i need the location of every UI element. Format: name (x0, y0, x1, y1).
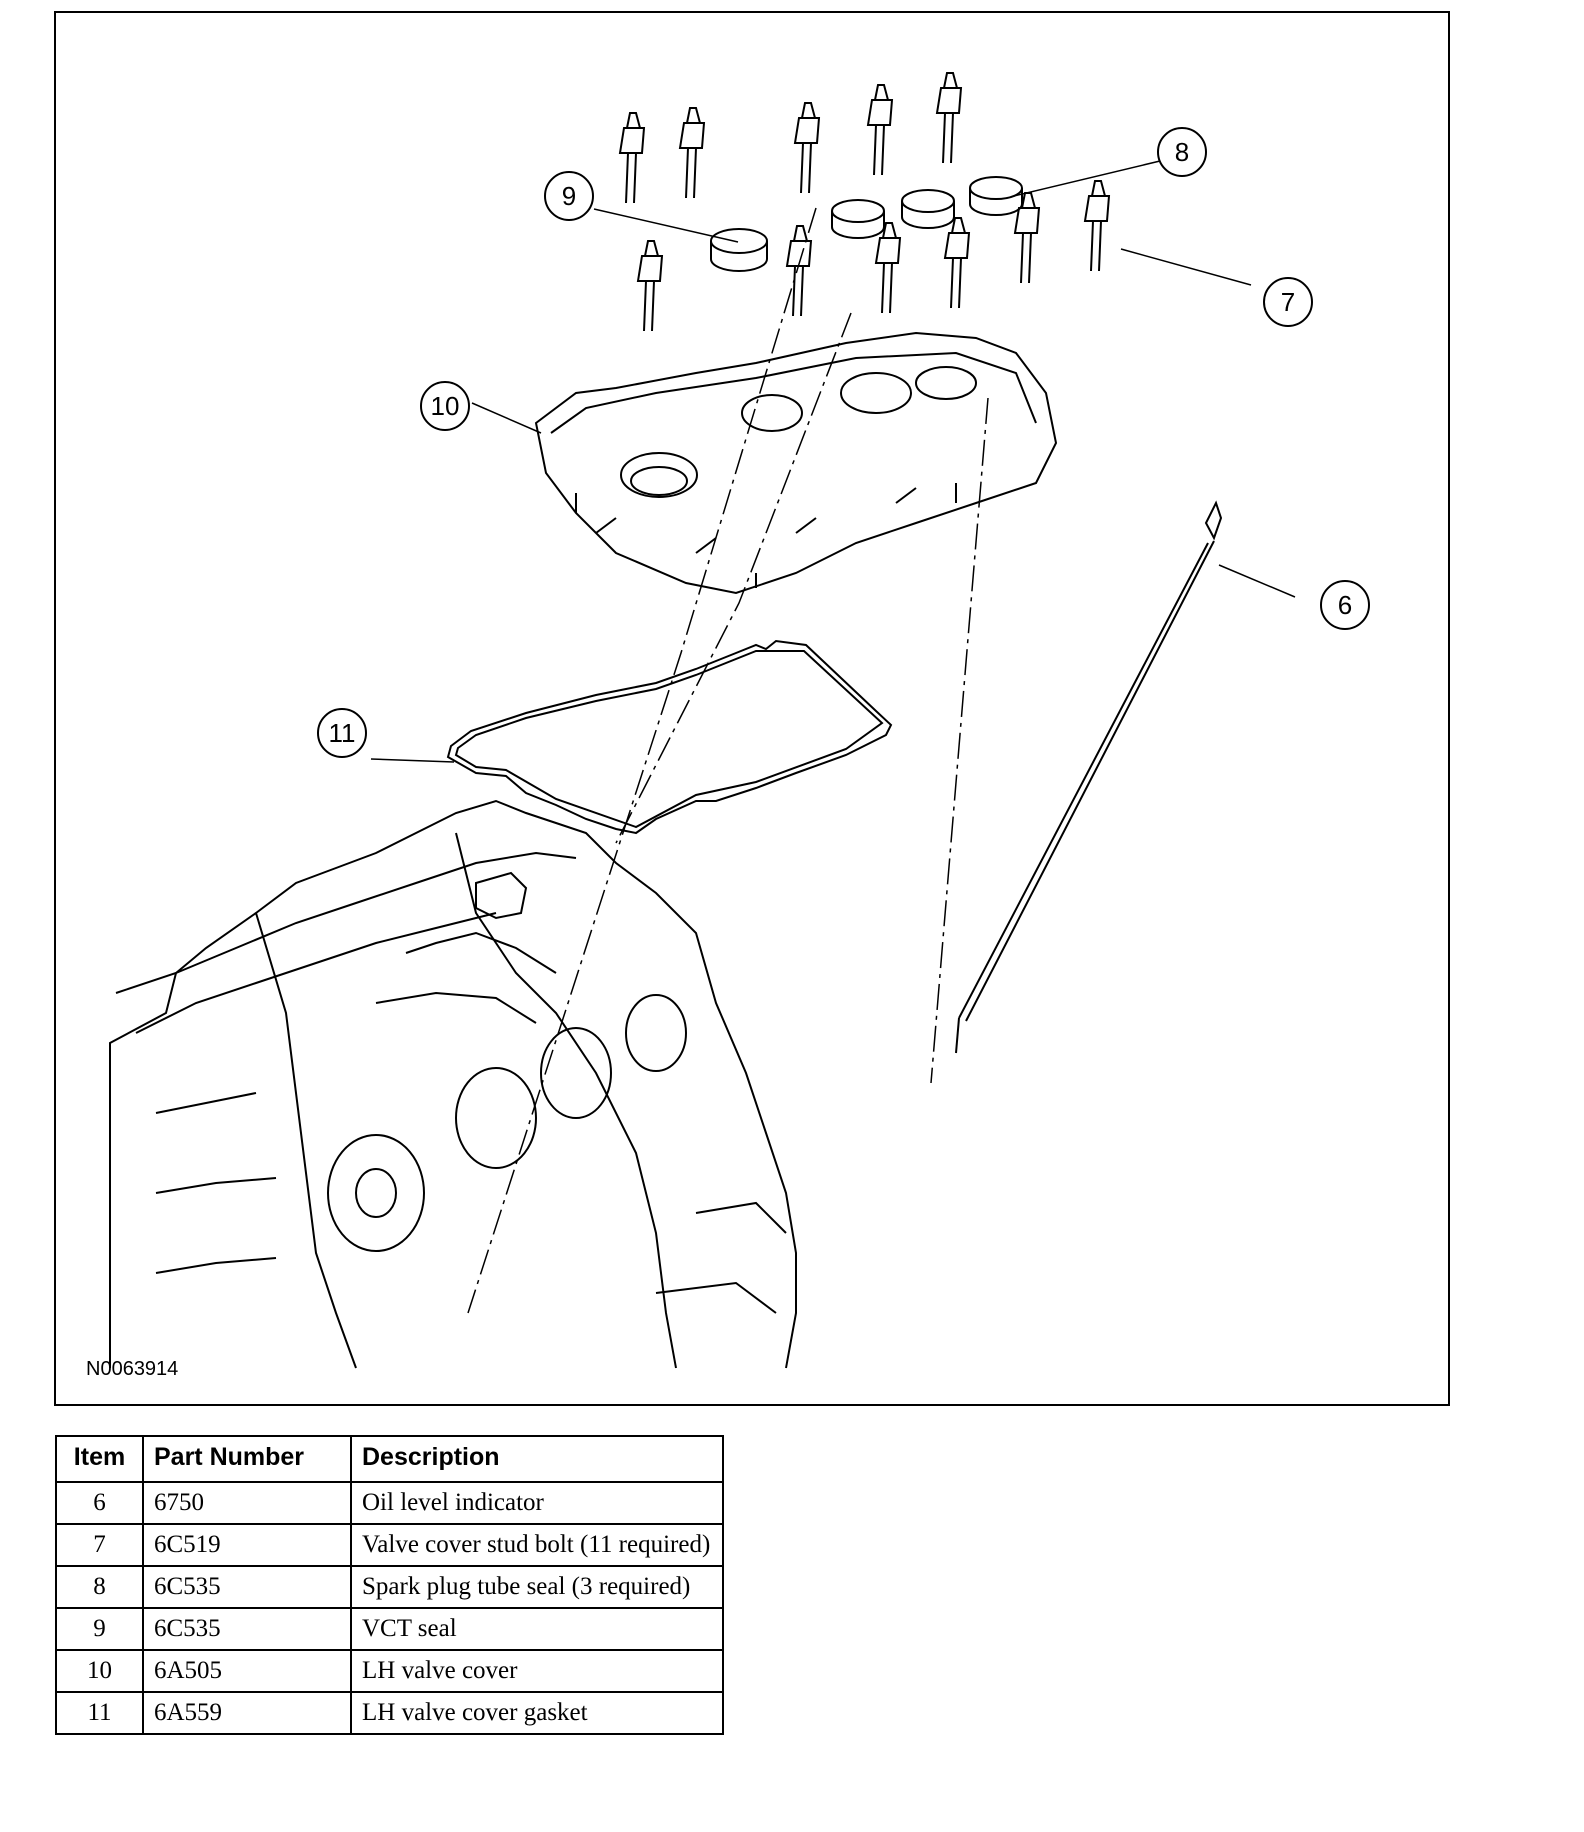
cell-part-number: 6C535 (142, 1607, 352, 1651)
cell-description: Oil level indicator (350, 1481, 724, 1525)
stud-bolt (618, 112, 646, 204)
cell-part-number: 6750 (142, 1481, 352, 1525)
stud-bolt (943, 217, 971, 309)
callout-label: 9 (562, 181, 576, 211)
callout-label: 8 (1175, 137, 1189, 167)
cell-item: 10 (55, 1649, 144, 1693)
cell-part-number: 6C519 (142, 1523, 352, 1567)
stud-bolt (866, 84, 894, 176)
figure-id: N0063914 (86, 1358, 178, 1380)
stud-bolt (1013, 192, 1041, 284)
table-row: 7 6C519 Valve cover stud bolt (11 requir… (55, 1523, 724, 1567)
cell-item: 9 (55, 1607, 144, 1651)
header-part-number: Part Number (142, 1435, 352, 1483)
cell-description: Spark plug tube seal (3 required) (350, 1565, 724, 1609)
callout-label: 6 (1338, 590, 1352, 620)
table-header-row: Item Part Number Description (55, 1435, 724, 1483)
callout-label: 11 (329, 718, 356, 748)
spark-plug-tube-seal (901, 189, 955, 229)
valve-cover (534, 331, 1058, 595)
valve-cover-gasket (446, 639, 893, 835)
spark-plug-tube-seal (831, 199, 885, 239)
callout-8 (1157, 127, 1207, 177)
header-item: Item (55, 1435, 144, 1483)
cell-item: 11 (55, 1691, 144, 1735)
oil-level-indicator (955, 500, 1223, 1054)
cell-item: 7 (55, 1523, 144, 1567)
stud-bolt (1083, 180, 1111, 272)
header-description: Description (350, 1435, 724, 1483)
table-row: 10 6A505 LH valve cover (55, 1649, 724, 1693)
cell-description: VCT seal (350, 1607, 724, 1651)
exploded-view-diagram: 9 8 7 10 6 11 N0063914 (86, 72, 1370, 1380)
spark-plug-tube-seal (969, 176, 1023, 216)
cell-part-number: 6A559 (142, 1691, 352, 1735)
table-row: 6 6750 Oil level indicator (55, 1481, 724, 1525)
table-row: 8 6C535 Spark plug tube seal (3 required… (55, 1565, 724, 1609)
cell-item: 6 (55, 1481, 144, 1525)
table-row: 9 6C535 VCT seal (55, 1607, 724, 1651)
cell-description: Valve cover stud bolt (11 required) (350, 1523, 724, 1567)
callout-11 (317, 708, 367, 758)
callout-6 (1320, 580, 1370, 630)
stud-bolt (793, 102, 821, 194)
engine-assembly (109, 799, 797, 1369)
diagram-frame: 9 8 7 10 6 11 N0063914 (54, 11, 1450, 1406)
callout-label: 10 (431, 391, 460, 421)
cell-description: LH valve cover gasket (350, 1691, 724, 1735)
callout-10 (420, 381, 470, 431)
table-row: 11 6A559 LH valve cover gasket (55, 1691, 724, 1735)
stud-bolt (636, 240, 664, 332)
cell-description: LH valve cover (350, 1649, 724, 1693)
stud-bolt (935, 72, 963, 164)
vct-seal (710, 228, 768, 272)
stud-bolt (678, 107, 706, 199)
callout-9 (544, 171, 594, 221)
stud-bolt (785, 225, 813, 317)
cell-part-number: 6A505 (142, 1649, 352, 1693)
leader-lines (370, 160, 1296, 763)
callout-label: 7 (1281, 287, 1295, 317)
cell-part-number: 6C535 (142, 1565, 352, 1609)
parts-table: Item Part Number Description 6 6750 Oil … (55, 1435, 724, 1735)
cell-item: 8 (55, 1565, 144, 1609)
stud-bolt (874, 222, 902, 314)
callout-7 (1263, 277, 1313, 327)
centerline (467, 207, 989, 1314)
